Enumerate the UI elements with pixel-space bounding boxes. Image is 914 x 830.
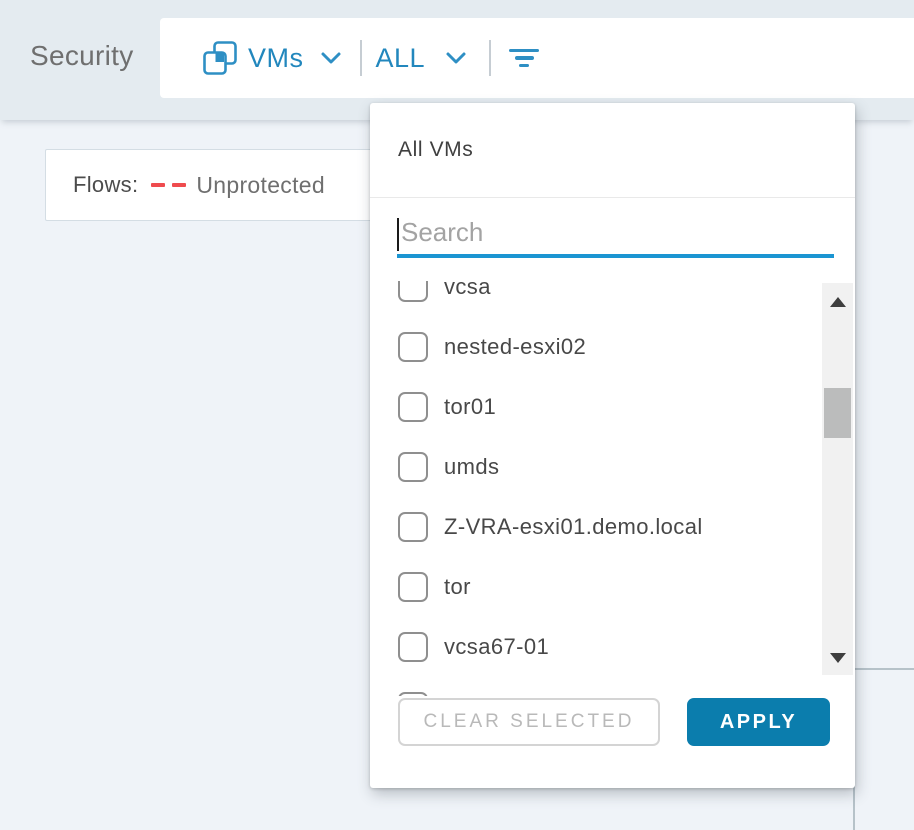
- dropdown-title: All VMs: [398, 138, 474, 161]
- vm-checkbox[interactable]: [398, 332, 428, 362]
- vm-item-label: tor: [444, 574, 471, 599]
- vm-item-label: vcsa67-01: [444, 634, 550, 659]
- vm-list-item[interactable]: vcsa: [370, 281, 825, 317]
- vm-item-label: vcsa: [444, 281, 491, 299]
- unprotected-dash-swatch: [151, 182, 187, 188]
- vm-list-item[interactable]: Z-VRA-esxi01.demo.local: [370, 497, 825, 557]
- vm-checkbox[interactable]: [398, 692, 428, 696]
- triangle-down-icon: [829, 653, 846, 663]
- vm-stack-icon: [203, 41, 237, 75]
- scroll-up-button[interactable]: [822, 287, 853, 317]
- vm-list-item[interactable]: tor: [370, 557, 825, 617]
- filter-lines-icon[interactable]: [509, 48, 540, 68]
- vm-checkbox[interactable]: [398, 392, 428, 422]
- page-title: Security: [30, 40, 134, 71]
- vm-checkbox[interactable]: [398, 572, 428, 602]
- vm-list-item[interactable]: [370, 677, 825, 696]
- dropdown-header: All VMs: [370, 103, 855, 198]
- vm-checkbox[interactable]: [398, 281, 428, 302]
- background-card-edge: [853, 668, 914, 830]
- vm-item-label: umds: [444, 454, 500, 479]
- vm-checkbox[interactable]: [398, 452, 428, 482]
- vm-checkbox[interactable]: [398, 512, 428, 542]
- toolbar-divider: [359, 40, 362, 76]
- unprotected-label: Unprotected: [196, 171, 325, 198]
- toolbar-divider: [489, 40, 492, 76]
- scroll-down-button[interactable]: [822, 643, 853, 673]
- vm-list-item[interactable]: nested-esxi02: [370, 317, 825, 377]
- apply-button[interactable]: APPLY: [687, 698, 830, 746]
- chevron-down-icon[interactable]: [445, 51, 467, 65]
- clear-selected-button[interactable]: CLEAR SELECTED: [398, 698, 660, 746]
- vm-item-label: Z-VRA-esxi01.demo.local: [444, 514, 703, 539]
- chevron-down-icon[interactable]: [320, 51, 342, 65]
- filter-toolbar: VMs ALL: [160, 18, 914, 98]
- vm-list-item[interactable]: vcsa67-01: [370, 617, 825, 677]
- vms-dropdown-trigger[interactable]: VMs: [248, 42, 304, 73]
- scope-dropdown-trigger[interactable]: ALL: [375, 42, 426, 73]
- vm-checkbox[interactable]: [398, 632, 428, 662]
- top-bar: Security VMs ALL: [0, 0, 914, 120]
- vm-item-label: nested-esxi02: [444, 334, 587, 359]
- search-input[interactable]: [397, 215, 834, 258]
- vm-filter-dropdown-panel: All VMs vcsa nested-esxi02 tor01 umds Z-…: [370, 103, 855, 788]
- vm-list-viewport[interactable]: vcsa nested-esxi02 tor01 umds Z-VRA-esxi…: [370, 281, 825, 696]
- search-field-wrap: [397, 215, 834, 258]
- flows-label: Flows:: [73, 172, 139, 197]
- vm-list-item[interactable]: umds: [370, 437, 825, 497]
- flows-legend: Flows: Unprotected: [45, 149, 373, 221]
- text-cursor: [397, 218, 399, 251]
- triangle-up-icon: [829, 297, 846, 307]
- vm-list-item[interactable]: tor01: [370, 377, 825, 437]
- scrollbar[interactable]: [822, 283, 853, 675]
- vm-item-label: tor01: [444, 394, 497, 419]
- vm-list: vcsa nested-esxi02 tor01 umds Z-VRA-esxi…: [370, 281, 825, 696]
- scrollbar-thumb[interactable]: [824, 388, 851, 438]
